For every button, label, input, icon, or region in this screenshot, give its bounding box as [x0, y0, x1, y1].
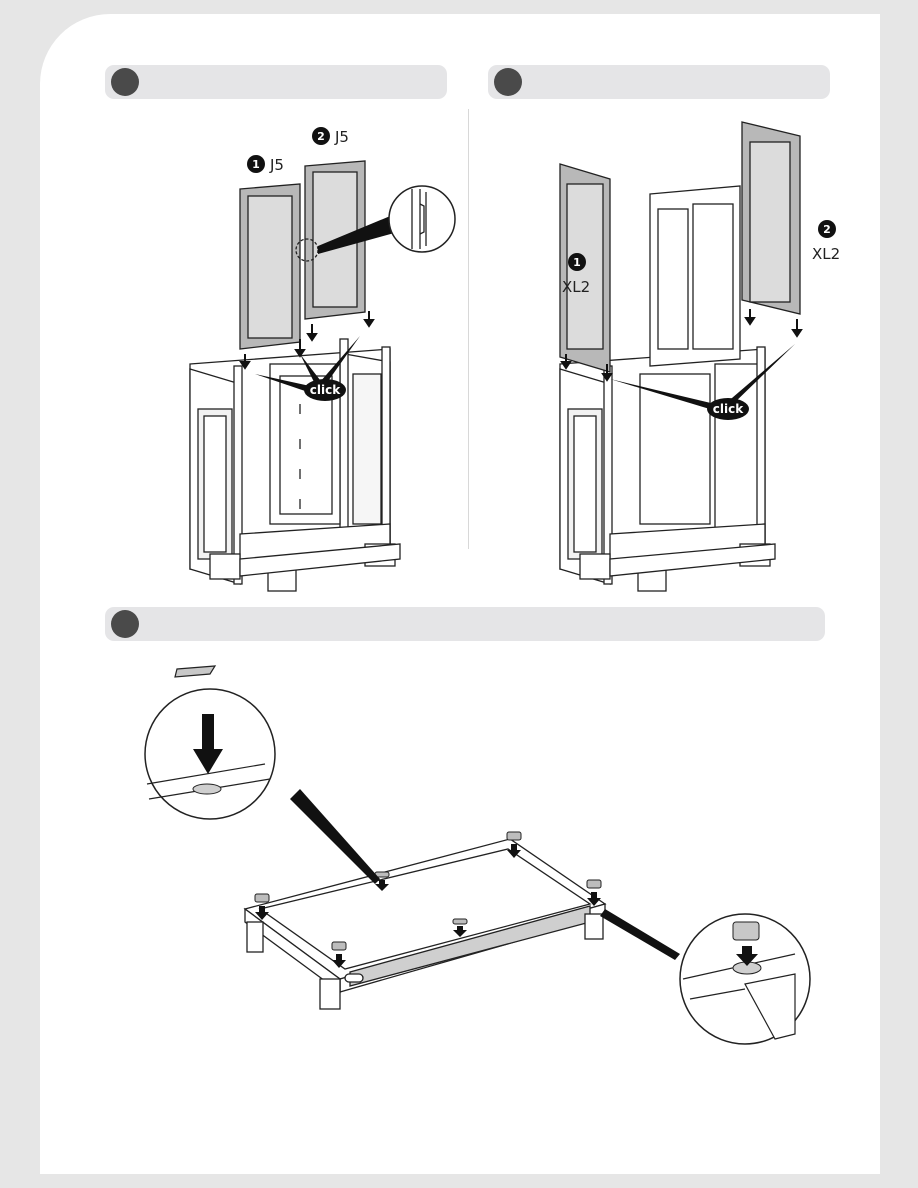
step-1-panel-right-number: 2	[317, 130, 325, 143]
step-2-header-bar	[488, 65, 830, 99]
step-2-illustration: click 1 XL2 2 XL2	[510, 114, 840, 604]
step-2-circle	[494, 68, 522, 96]
step-2-panel-left-code: XL2	[562, 278, 590, 296]
step-2-panel-right-number: 2	[823, 223, 831, 236]
step-1-panel-right-code: J5	[334, 128, 349, 146]
step-1-illustration: click 1 J5 2 J5	[150, 114, 450, 604]
step-1-panel-left-code: J5	[269, 156, 284, 174]
step-1-circle	[111, 68, 139, 96]
step-2-click-label: click	[713, 402, 744, 416]
step-1-click-label: click	[310, 383, 341, 397]
step-1-panel-left-number: 1	[252, 158, 260, 171]
column-divider	[468, 109, 469, 549]
step-2-panel-left-number: 1	[573, 256, 581, 269]
step-1-header-bar	[105, 65, 447, 99]
instruction-page: click 1 J5 2 J5	[40, 14, 880, 1174]
step-3-illustration	[135, 694, 795, 1044]
step-3-circle	[111, 610, 139, 638]
step-2-panel-right-code: XL2	[812, 245, 840, 263]
step-3-header-bar	[105, 607, 825, 641]
